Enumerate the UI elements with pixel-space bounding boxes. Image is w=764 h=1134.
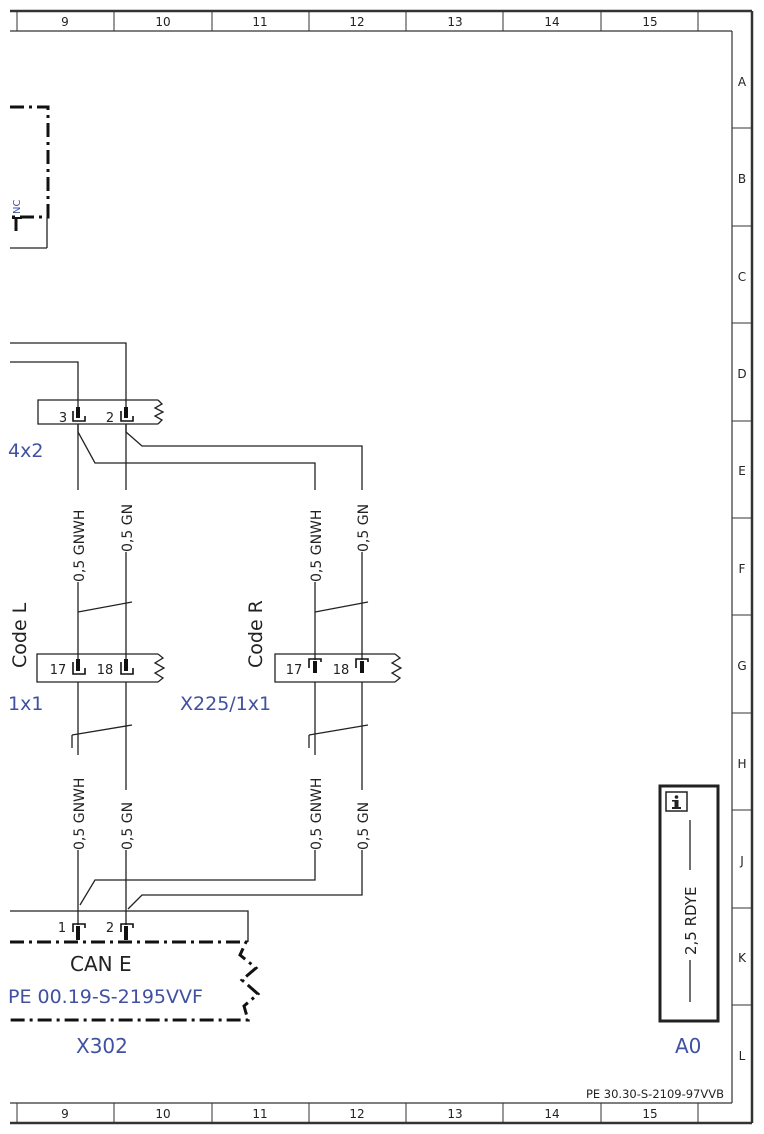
pin-label-2: 2 [106, 411, 114, 426]
pin-label-1: 1 [58, 921, 66, 936]
can-e-ref: PE 00.19-S-2195VVF [8, 986, 203, 1008]
pin-label-18: 18 [333, 663, 350, 678]
row-label-k: K [738, 951, 747, 965]
row-label-g: G [737, 659, 746, 673]
info-wire-label: 2,5 RDYE [682, 887, 700, 955]
pin-label-18: 18 [97, 663, 114, 678]
wire-label-upper-right-gnwh: 0,5 GNWH [309, 510, 325, 582]
connector-mid-left-label: 1x1 [8, 693, 43, 715]
col-label-15: 15 [642, 1107, 657, 1121]
wire-label-lower-right-gnwh: 0,5 GNWH [309, 778, 325, 850]
row-label-j: J [739, 854, 744, 868]
info-icon [665, 791, 688, 812]
wire-label-lower-left-gnwh: 0,5 GNWH [72, 778, 88, 850]
document-ref: PE 30.30-S-2109-97VVB [586, 1087, 724, 1101]
can-e-title: CAN E [70, 952, 132, 976]
col-label-14: 14 [544, 1107, 559, 1121]
connector-mid-left: 17 18 1x1 [8, 653, 166, 715]
row-labels: A B C D E F G H J K L [737, 75, 747, 1063]
row-label-l: L [739, 1049, 746, 1063]
col-label-10: 10 [155, 1107, 170, 1121]
nc-component: NC [10, 105, 50, 249]
connector-mid-right: 17 18 X225/1x1 [180, 653, 403, 715]
nc-label: NC [12, 200, 23, 214]
pin-label-3: 3 [59, 411, 67, 426]
sheet-frame [10, 9, 754, 1125]
info-box-label: A0 [675, 1034, 701, 1058]
col-label-9: 9 [61, 15, 69, 29]
code-l-label: Code L [9, 602, 31, 668]
wire-label-upper-right-gn: 0,5 GN [356, 504, 372, 552]
row-label-d: D [737, 367, 746, 381]
col-label-11: 11 [252, 1107, 267, 1121]
code-r-label: Code R [245, 600, 267, 668]
connector-bottom: 1 2 CAN E PE 00.19-S-2195VVF X302 [8, 910, 261, 1058]
wire-label-lower-right-gn: 0,5 GN [356, 802, 372, 850]
connector-mid-right-label: X225/1x1 [180, 693, 271, 715]
row-label-b: B [738, 172, 746, 186]
pin-label-17: 17 [286, 663, 303, 678]
col-label-13: 13 [447, 1107, 462, 1121]
upper-wire-labels: 0,5 GNWH 0,5 GN 0,5 GNWH 0,5 GN [70, 490, 372, 582]
row-label-h: H [737, 757, 746, 771]
row-label-f: F [739, 562, 746, 576]
row-label-c: C [738, 270, 746, 284]
col-label-11: 11 [252, 15, 267, 29]
row-label-a: A [738, 75, 747, 89]
column-labels-top: 9 10 11 12 13 14 15 [61, 15, 657, 29]
col-label-13: 13 [447, 15, 462, 29]
col-label-14: 14 [544, 15, 559, 29]
wire-label-upper-left-gnwh: 0,5 GNWH [72, 510, 88, 582]
wire-label-upper-left-gn: 0,5 GN [120, 504, 136, 552]
col-label-12: 12 [349, 15, 364, 29]
col-label-9: 9 [61, 1107, 69, 1121]
pin-label-2: 2 [106, 921, 114, 936]
lower-wire-labels: 0,5 GNWH 0,5 GN 0,5 GNWH 0,5 GN [70, 755, 372, 850]
row-label-e: E [738, 464, 746, 478]
top-wires [10, 342, 127, 408]
col-label-15: 15 [642, 15, 657, 29]
column-labels-bottom: 9 10 11 12 13 14 15 [61, 1107, 657, 1121]
wire-label-lower-left-gn: 0,5 GN [120, 802, 136, 850]
info-box: 2,5 RDYE A0 [658, 784, 720, 1058]
connector-top: 3 2 4x2 [8, 399, 165, 462]
col-label-12: 12 [349, 1107, 364, 1121]
col-label-10: 10 [155, 15, 170, 29]
connector-top-label: 4x2 [8, 440, 43, 462]
connector-bottom-label: X302 [76, 1034, 128, 1058]
pin-label-17: 17 [50, 663, 67, 678]
